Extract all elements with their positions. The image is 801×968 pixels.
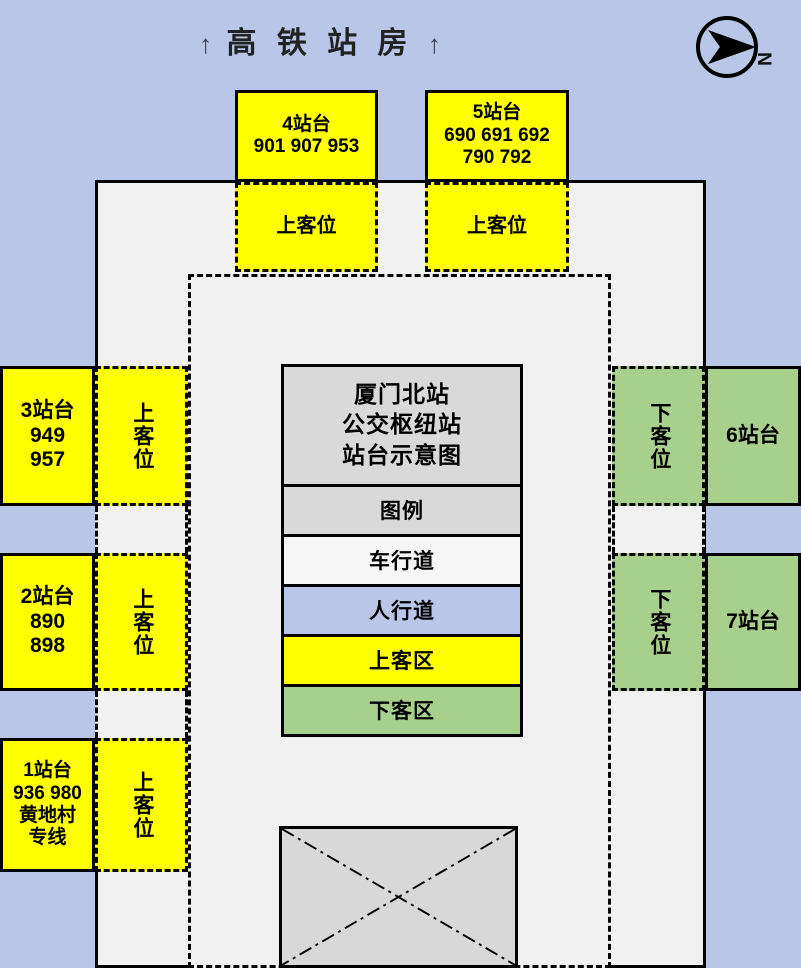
legend-title: 厦门北站 公交枢纽站 站台示意图: [284, 367, 520, 488]
platform-2-bay-label: 上客位: [130, 587, 154, 657]
platform-3-name: 3站台: [20, 398, 75, 422]
platform-1-name: 1站台: [23, 760, 72, 782]
legend-title-line-1: 厦门北站: [354, 381, 450, 407]
reserved-block: [279, 826, 518, 968]
platform-5-routes-line2: 790 792: [462, 147, 532, 169]
platform-3-routes-line2: 957: [29, 448, 66, 472]
platform-4-marker[interactable]: 4站台 901 907 953: [235, 90, 378, 182]
platform-2-boarding-bay[interactable]: 上客位: [95, 553, 188, 691]
roadway-gap-6-7: [612, 506, 705, 553]
compass-north-label: N: [752, 52, 774, 66]
platform-2-name: 2站台: [20, 584, 75, 608]
legend-title-line-3: 站台示意图: [342, 441, 462, 468]
platform-7-marker[interactable]: 7站台: [705, 553, 801, 691]
compass-north-arrow-icon: [696, 16, 758, 78]
platform-1-routes-line3: 专线: [28, 827, 67, 849]
platform-1-boarding-bay[interactable]: 上客位: [95, 738, 188, 872]
platform-3-bay-label: 上客位: [130, 401, 154, 471]
platform-4-bay-label: 上客位: [276, 215, 337, 238]
legend-title-line-2: 公交枢纽站: [342, 411, 462, 438]
page-title: ↑ 高 铁 站 房 ↑: [0, 18, 640, 62]
platform-2-marker[interactable]: 2站台 890 898: [0, 553, 95, 691]
platform-1-marker[interactable]: 1站台 936 980 黄地村 专线: [0, 738, 95, 872]
platform-3-routes-line1: 949: [29, 423, 66, 447]
platform-5-marker[interactable]: 5站台 690 691 692 790 792: [425, 90, 569, 182]
legend-item-boarding-zone: 上客区: [284, 637, 520, 688]
legend-item-alighting-zone: 下客区: [284, 687, 520, 735]
platform-1-routes-line2: 黄地村: [18, 805, 76, 826]
platform-2-routes-line2: 898: [29, 634, 66, 658]
platform-7-name: 7站台: [726, 609, 780, 633]
platform-1-routes-line1: 936 980: [13, 782, 82, 804]
platform-1-bay-label: 上客位: [130, 770, 154, 840]
platform-3-boarding-bay[interactable]: 上客位: [95, 366, 188, 506]
platform-7-alighting-bay[interactable]: 下客位: [612, 553, 705, 691]
platform-3-marker[interactable]: 3站台 949 957: [0, 366, 95, 506]
platform-5-routes-line1: 690 691 692: [444, 124, 550, 146]
arrow-up-left-icon: ↑: [199, 29, 213, 59]
platform-7-bay-label: 下客位: [647, 587, 671, 657]
platform-5-boarding-bay[interactable]: 上客位: [425, 182, 569, 272]
platform-4-name: 4站台: [282, 113, 331, 135]
crossed-out-icon: [282, 829, 515, 965]
arrow-up-right-icon: ↑: [427, 29, 441, 59]
platform-6-marker[interactable]: 6站台: [705, 366, 801, 506]
legend-item-sidewalk: 人行道: [284, 587, 520, 638]
platform-5-bay-label: 上客位: [467, 215, 527, 238]
platform-5-name: 5站台: [472, 102, 522, 124]
roadway-gap-3-2: [95, 506, 188, 553]
compass-rose: N: [694, 14, 794, 80]
platform-6-alighting-bay[interactable]: 下客位: [612, 366, 705, 506]
legend-card: 厦门北站 公交枢纽站 站台示意图 图例 车行道 人行道 上客区 下客区: [281, 364, 523, 738]
platform-4-routes: 901 907 953: [253, 136, 360, 157]
platform-6-bay-label: 下客位: [647, 401, 671, 471]
legend-item-roadway: 车行道: [284, 537, 520, 588]
page-title-text: 高 铁 站 房: [226, 27, 414, 60]
platform-6-name: 6站台: [726, 423, 780, 447]
roadway-gap-2-1: [95, 691, 188, 738]
legend-heading: 图例: [284, 487, 520, 538]
platform-4-boarding-bay[interactable]: 上客位: [235, 182, 378, 272]
platform-2-routes-line1: 890: [29, 609, 66, 633]
